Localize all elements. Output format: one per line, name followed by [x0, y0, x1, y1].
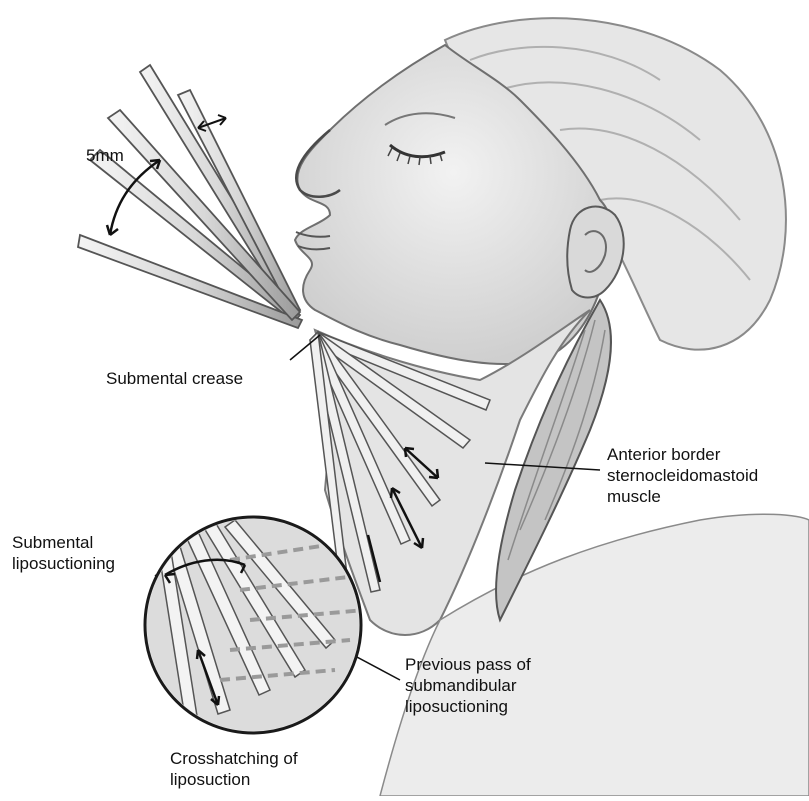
label-submental-crease: Submental crease [106, 368, 243, 389]
label-line: liposuctioning [12, 553, 115, 574]
ear [567, 207, 624, 298]
label-line: sternocleidomastoid [607, 465, 758, 486]
label-crosshatching: Crosshatching of liposuction [170, 748, 298, 790]
label-submental-liposuctioning: Submental liposuctioning [12, 532, 115, 574]
label-5mm-text: 5mm [86, 145, 124, 166]
label-line: submandibular [405, 675, 531, 696]
label-line: Crosshatching of [170, 748, 298, 769]
label-anterior-border: Anterior border sternocleidomastoid musc… [607, 444, 758, 507]
label-previous-pass: Previous pass of submandibular liposucti… [405, 654, 531, 717]
mouth-cannulas [78, 65, 302, 328]
label-5mm: 5mm [86, 145, 124, 166]
label-line: Anterior border [607, 444, 758, 465]
label-line: Submental [12, 532, 115, 553]
label-line: liposuctioning [405, 696, 531, 717]
label-line: muscle [607, 486, 758, 507]
label-line: Previous pass of [405, 654, 531, 675]
label-line: liposuction [170, 769, 298, 790]
label-submental-crease-text: Submental crease [106, 368, 243, 389]
